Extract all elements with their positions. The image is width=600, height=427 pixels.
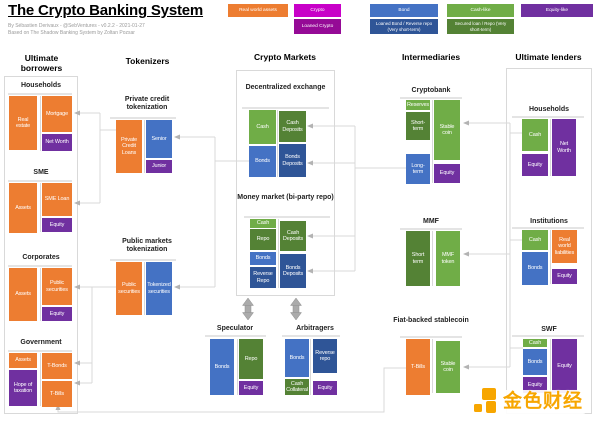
section-label-decentralized-exchange: Decentralized exchange [245, 84, 326, 91]
block-lenders-households-equity: Equity [522, 154, 548, 176]
legend-loaned-bond-reverse-repo: Loaned Bond / Reverse repo (Very short-t… [370, 19, 438, 34]
block-mm-bonds-deposits: Bonds Deposits [280, 254, 306, 288]
block-cryptobank-reserves: Reserves [406, 100, 430, 110]
crypto-markets-panel [236, 70, 335, 296]
watermark: 金色财经 [474, 388, 587, 414]
block-arbitragers-cash-collateral: Cash Collateral [285, 379, 309, 395]
column-header-ultimate-borrowers: Ultimate borrowers [20, 53, 63, 73]
block-institutions-cash: Cash [522, 230, 548, 250]
double-arrow-icons [242, 297, 302, 321]
block-mmf-token: MMF token [436, 231, 460, 286]
block-institutions-bonds: Bonds [522, 252, 548, 285]
block-net-worth: Net Worth [42, 134, 72, 151]
block-corporates-public-securities: Public securities [42, 268, 72, 305]
section-label-lenders-households: Households [528, 106, 570, 113]
section-label-institutions: Institutions [530, 218, 568, 225]
block-t-bonds: T-Bonds [42, 353, 72, 379]
block-lenders-households-net-worth: Net Worth [552, 119, 576, 176]
section-label-swf: SWF [541, 326, 557, 333]
column-header-ultimate-lenders: Ultimate lenders [515, 52, 582, 62]
block-dex-bonds: Bonds [249, 146, 276, 177]
flow-arrowheads [55, 110, 469, 410]
block-stablecoin-stable-coin: Stable coin [436, 341, 460, 393]
based-on-note: Based on The Shadow Banking System by Zo… [8, 30, 135, 36]
block-dex-bonds-deposits: Bonds Deposits [279, 144, 306, 177]
block-dex-cash: Cash [249, 110, 276, 144]
watermark-logo-icon [474, 388, 496, 413]
block-mm-bonds: Bonds [250, 252, 276, 265]
block-mortgage: Mortgage [42, 96, 72, 132]
section-label-corporates: Corporates [22, 254, 60, 261]
block-speculator-equity: Equity [239, 381, 263, 395]
legend-loaned-crypto: Loaned Crypto [294, 19, 341, 34]
block-corporates-equity: Equity [42, 307, 72, 321]
block-sme-loan: SME Loan [42, 183, 72, 216]
block-senior: Senior [146, 120, 172, 158]
block-cryptobank-stable-coin: Stable coin [434, 100, 460, 160]
block-mm-cash-deposits: Cash Deposits [280, 221, 306, 251]
block-junior: Junior [146, 160, 172, 173]
block-sme-assets: Assets [9, 183, 37, 233]
block-arbitragers-reverse-repo: Reverse repo [313, 339, 337, 373]
section-label-private-credit-tokenization: Private credit tokenization [124, 96, 170, 111]
block-mm-repo: Repo [250, 229, 276, 250]
watermark-text: 金色财经 [500, 390, 587, 414]
block-institutions-equity: Equity [552, 269, 577, 284]
t-account-dividers [40, 96, 551, 406]
borrowers-panel [4, 76, 78, 414]
legend-real-world-assets: Real world assets [228, 4, 288, 17]
block-swf-equity: Equity [552, 339, 577, 393]
block-speculator-repo: Repo [239, 339, 263, 379]
block-private-credit-loans: Private Credit Loans [116, 120, 142, 173]
column-header-intermediaries: Intermediaries [401, 52, 461, 62]
section-label-fiat-backed-stablecoin: Fiat-backed stablecoin [393, 317, 469, 324]
legend-cash-like: Cash-like [447, 4, 514, 17]
block-corporates-assets: Assets [9, 268, 37, 321]
block-lenders-households-cash: Cash [522, 119, 548, 151]
block-arbitragers-equity: Equity [313, 381, 337, 395]
t-account-top-lines [8, 93, 584, 352]
block-cryptobank-long-term: Long-term [406, 154, 430, 184]
section-label-arbitragers: Arbitragers [296, 325, 334, 332]
legend-secured-loan-repo: Secured loan / Repo (Very short-term) [447, 19, 514, 34]
section-label-public-markets-tokenization: Public markets tokenization [122, 238, 172, 253]
flow-connectors [57, 112, 523, 413]
section-label-cryptobank: Cryptobank [411, 87, 451, 94]
block-real-estate: Real estate [9, 96, 37, 150]
block-swf-equity-asset: Equity [523, 377, 547, 393]
block-mm-reverse-repo: Reverse Repo [250, 267, 276, 288]
section-label-speculator: Speculator [216, 325, 254, 332]
block-stablecoin-t-bills: T-Bills [406, 339, 430, 395]
block-cryptobank-short-term: Short-term [406, 112, 430, 140]
column-header-tokenizers: Tokenizers [125, 56, 170, 66]
block-hope-of-taxation: Hope of taxation [9, 370, 37, 406]
block-tokenizer-public-securities: Public securities [116, 262, 142, 315]
page-title: The Crypto Banking System [8, 2, 204, 19]
block-mm-cash: Cash [250, 219, 276, 228]
block-tokenized-securities: Tokenized securities [146, 262, 172, 315]
block-arbitragers-bonds: Bonds [285, 339, 309, 377]
section-label-households: Households [20, 82, 62, 89]
byline: By Sébastien Derivaux - @SebVentures - v… [8, 23, 145, 29]
block-cryptobank-equity: Equity [434, 164, 460, 183]
block-institutions-real-world-liabilities: Real world liabilities [552, 230, 577, 263]
legend-equity-like: Equity-like [521, 4, 593, 17]
section-label-sme: SME [33, 169, 49, 176]
section-label-money-market: Money market (bi-party repo) [237, 194, 334, 201]
block-swf-bonds: Bonds [523, 349, 547, 375]
section-label-mmf: MMF [423, 218, 439, 225]
block-sme-equity: Equity [42, 218, 72, 232]
block-dex-cash-deposits: Cash Deposits [279, 111, 306, 142]
legend-crypto: Crypto [294, 4, 341, 17]
block-t-bills: T-Bills [42, 381, 72, 407]
section-label-government: Government [20, 339, 62, 346]
block-speculator-bonds: Bonds [210, 339, 234, 395]
block-swf-cash: Cash [523, 339, 547, 347]
block-mmf-short-term: Short term [406, 231, 430, 286]
column-header-crypto-markets: Crypto Markets [254, 52, 316, 62]
legend-bond: Bond [370, 4, 438, 17]
block-government-assets: Assets [9, 353, 37, 368]
